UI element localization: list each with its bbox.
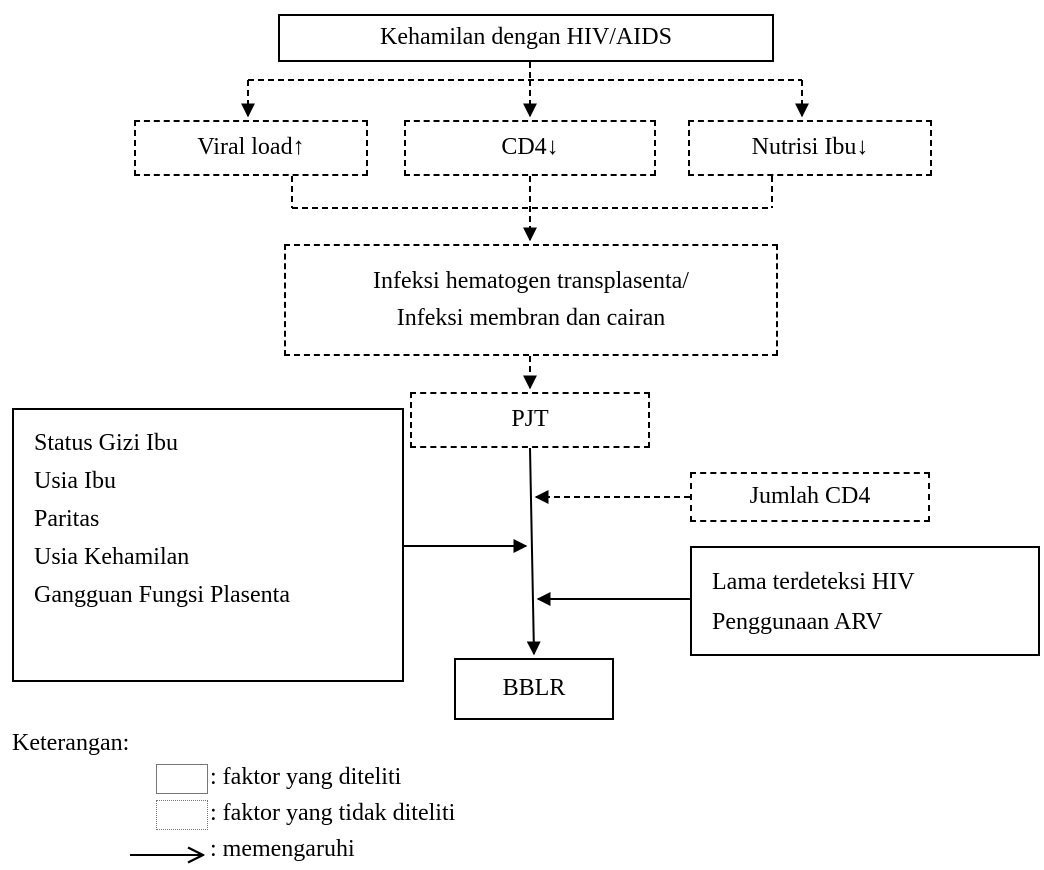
node-infeksi-line1: Infeksi hematogen transplasenta/ — [373, 267, 689, 294]
left-factor-item: Gangguan Fungsi Plasenta — [34, 582, 290, 608]
left-factors-list: Status Gizi Ibu Usia Ibu Paritas Usia Ke… — [34, 424, 290, 614]
node-pjt: PJT — [410, 392, 650, 448]
node-infeksi-line2: Infeksi membran dan cairan — [396, 305, 666, 331]
legend-solid-swatch — [156, 764, 208, 794]
node-nutrisi-ibu-label: Nutrisi Ibu↓ — [751, 134, 869, 161]
legend-dotted-swatch — [156, 800, 208, 830]
node-cd4-down-label: CD4↓ — [501, 134, 559, 161]
node-pjt-label: PJT — [511, 406, 549, 433]
legend-solid-label: : faktor yang diteliti — [210, 764, 402, 790]
left-factor-item: Paritas — [34, 506, 100, 532]
node-viral-load: Viral load↑ — [134, 120, 368, 176]
node-right-factors: Lama terdeteksi HIV Penggunaan ARV — [690, 546, 1040, 656]
left-factor-item: Status Gizi Ibu — [34, 430, 178, 456]
left-factor-item: Usia Kehamilan — [34, 544, 190, 570]
node-kehamilan-hiv-label: Kehamilan dengan HIV/AIDS — [380, 24, 672, 51]
node-bblr-label: BBLR — [502, 675, 566, 702]
node-kehamilan-hiv: Kehamilan dengan HIV/AIDS — [278, 14, 774, 62]
legend-dotted-label: : faktor yang tidak diteliti — [210, 800, 456, 826]
right-factor-item: Lama terdeteksi HIV — [712, 569, 915, 595]
node-nutrisi-ibu: Nutrisi Ibu↓ — [688, 120, 932, 176]
legend-arrow-label: : memengaruhi — [210, 836, 355, 862]
right-factors-list: Lama terdeteksi HIV Penggunaan ARV — [712, 562, 915, 642]
legend-title: Keterangan: — [12, 730, 130, 756]
node-cd4-down: CD4↓ — [404, 120, 656, 176]
node-viral-load-label: Viral load↑ — [197, 134, 305, 161]
node-jumlah-cd4: Jumlah CD4 — [690, 472, 930, 522]
node-jumlah-cd4-label: Jumlah CD4 — [749, 483, 871, 510]
node-bblr: BBLR — [454, 658, 614, 720]
left-factor-item: Usia Ibu — [34, 468, 116, 494]
node-left-factors: Status Gizi Ibu Usia Ibu Paritas Usia Ke… — [12, 408, 404, 682]
right-factor-item: Penggunaan ARV — [712, 609, 883, 635]
node-infeksi: Infeksi hematogen transplasenta/ Infeksi… — [284, 244, 778, 356]
arrow-pjt-to-bblr — [526, 447, 541, 656]
